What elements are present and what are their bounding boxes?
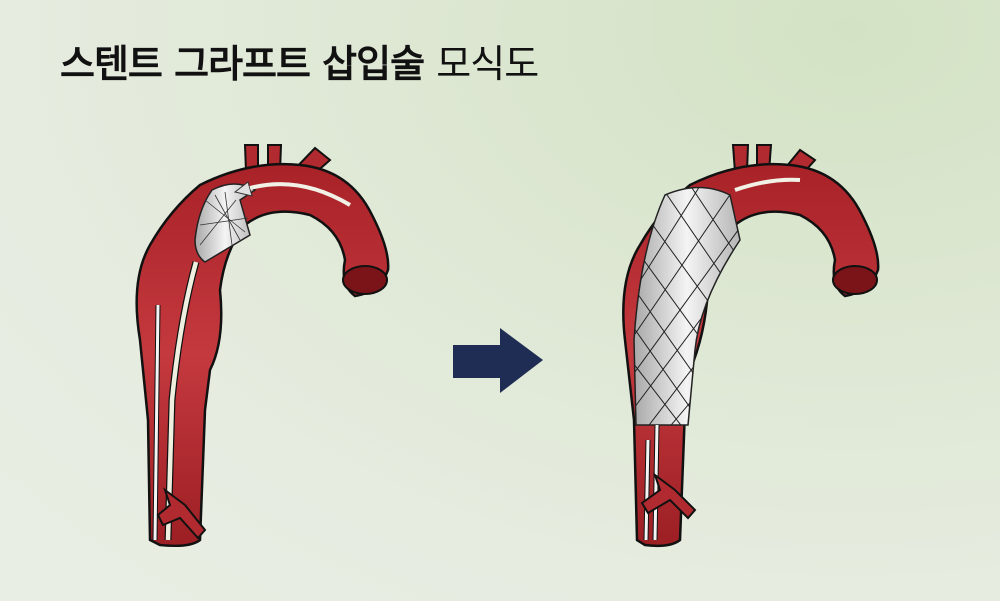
aorta-before: [135, 144, 390, 548]
page-title: 스텐트 그라프트 삽입술 모식도: [60, 40, 539, 88]
right-arrow-icon: [453, 328, 543, 393]
aorta-after: [622, 144, 880, 548]
title-bold: 스텐트 그라프트 삽입술: [60, 42, 425, 86]
title-regular: 모식도: [436, 42, 539, 86]
